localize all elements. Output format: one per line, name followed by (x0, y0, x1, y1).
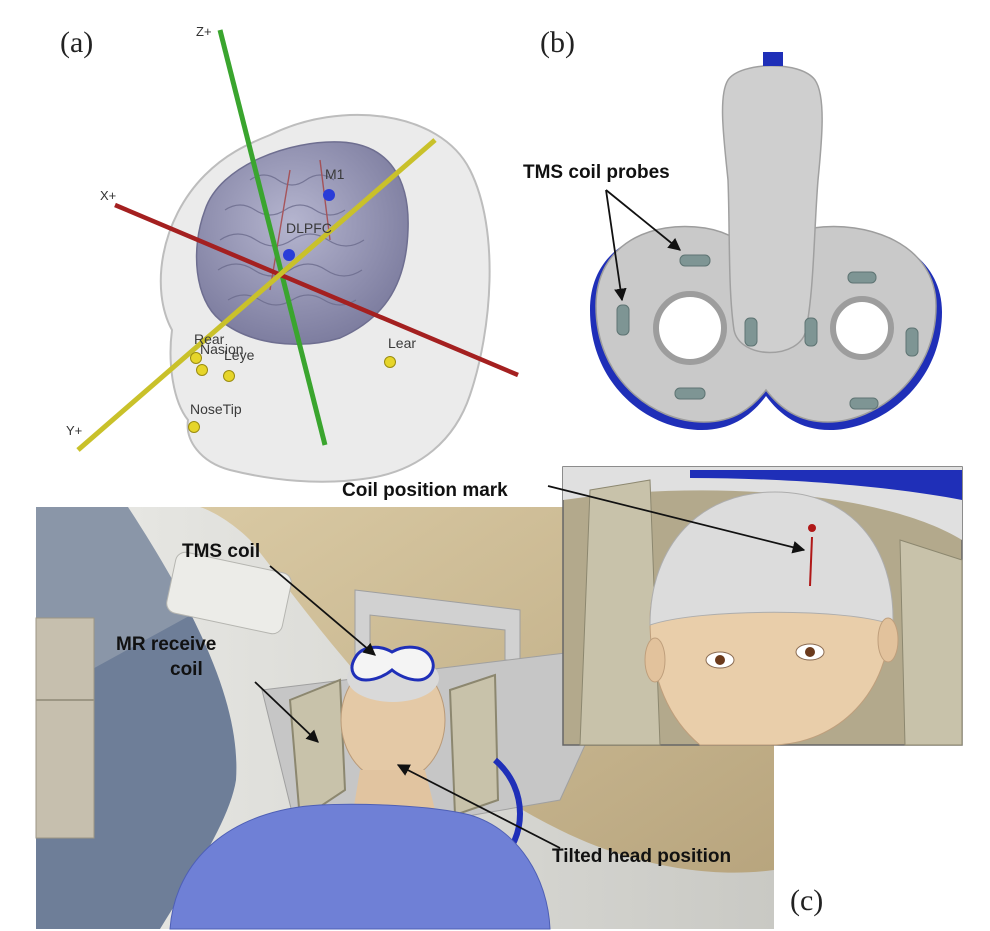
panel-c: Coil position mark TMS coil MR receive c… (35, 466, 963, 930)
face-inset (562, 466, 963, 746)
probe (905, 327, 919, 357)
coil-right-hole (830, 296, 894, 360)
mr-coil-callout-line2: coil (170, 659, 203, 680)
inset-coil-right (899, 539, 963, 746)
patient-shirt (169, 803, 551, 930)
dlpfc-marker (283, 249, 295, 261)
left-ear (644, 637, 666, 683)
tilted-head-callout: Tilted head position (552, 846, 731, 867)
y-axis (76, 138, 437, 452)
mr-coil-right (448, 673, 500, 817)
y-axis-label: Y+ (66, 423, 82, 438)
tilted-head-arrow (396, 764, 561, 849)
probe (744, 317, 758, 347)
brain-gyri (217, 159, 365, 306)
probe (679, 254, 711, 267)
nosetip-marker (188, 421, 200, 433)
x-axis-label: X+ (100, 188, 116, 203)
panel-b-letter: (b) (540, 26, 575, 59)
inset-blue-stripe (690, 470, 962, 500)
bore-panel (166, 551, 292, 635)
m1-label: M1 (325, 166, 345, 182)
dlpfc-label: DLPFC (286, 220, 332, 236)
m1-marker (323, 189, 335, 201)
lear-marker (384, 356, 396, 368)
right-iris (805, 647, 815, 657)
mr-coil-left (288, 678, 347, 822)
mr-coil-callout-line1: MR receive (116, 634, 216, 655)
probes-arrow-1 (605, 189, 681, 251)
probes-arrow-2 (605, 189, 627, 302)
panel-a-letter: (a) (60, 26, 93, 59)
nasion-label: Nasion (200, 341, 244, 357)
inset-cap (649, 491, 894, 626)
probe (849, 397, 879, 410)
panel-b: (b) TMS coil probes (523, 26, 942, 430)
right-ear (877, 617, 899, 663)
x-axis (114, 202, 519, 378)
coil-mark-dot (808, 524, 816, 532)
rear-label: Rear (194, 331, 225, 347)
lear-label: Lear (388, 335, 416, 351)
coil-probes (616, 254, 919, 410)
rear-marker (190, 352, 202, 364)
leye-label: Leye (224, 347, 255, 363)
tms-coil-arrow (269, 565, 376, 656)
inset-coil-left (579, 479, 661, 746)
left-iris (715, 655, 725, 665)
scanner-scene (35, 507, 774, 930)
coil-mark-arrow (547, 485, 806, 554)
probe (847, 271, 877, 284)
coil-mark-line (809, 536, 813, 587)
coil-mark-callout: Coil position mark (342, 480, 508, 501)
leye-marker (223, 370, 235, 382)
tms-coil-callout: TMS coil (182, 541, 260, 562)
nosetip-label: NoseTip (190, 401, 242, 417)
probe (674, 387, 706, 400)
z-axis (217, 29, 328, 446)
nasion-marker (196, 364, 208, 376)
probe (804, 317, 818, 347)
z-axis-label: Z+ (196, 24, 212, 39)
handle-blue-cap (763, 52, 783, 66)
panel-c-letter: (c) (790, 884, 823, 917)
mr-coil-arrow (254, 681, 319, 743)
probe (616, 304, 630, 336)
cabinet (35, 617, 95, 839)
brain (195, 141, 409, 345)
panel-a: (a) Z+ X+ Y+ M1 DLPFC Rear Na (60, 24, 519, 483)
coil-left-hole (653, 291, 727, 365)
probes-callout: TMS coil probes (523, 162, 670, 183)
coil-handle (721, 65, 823, 354)
